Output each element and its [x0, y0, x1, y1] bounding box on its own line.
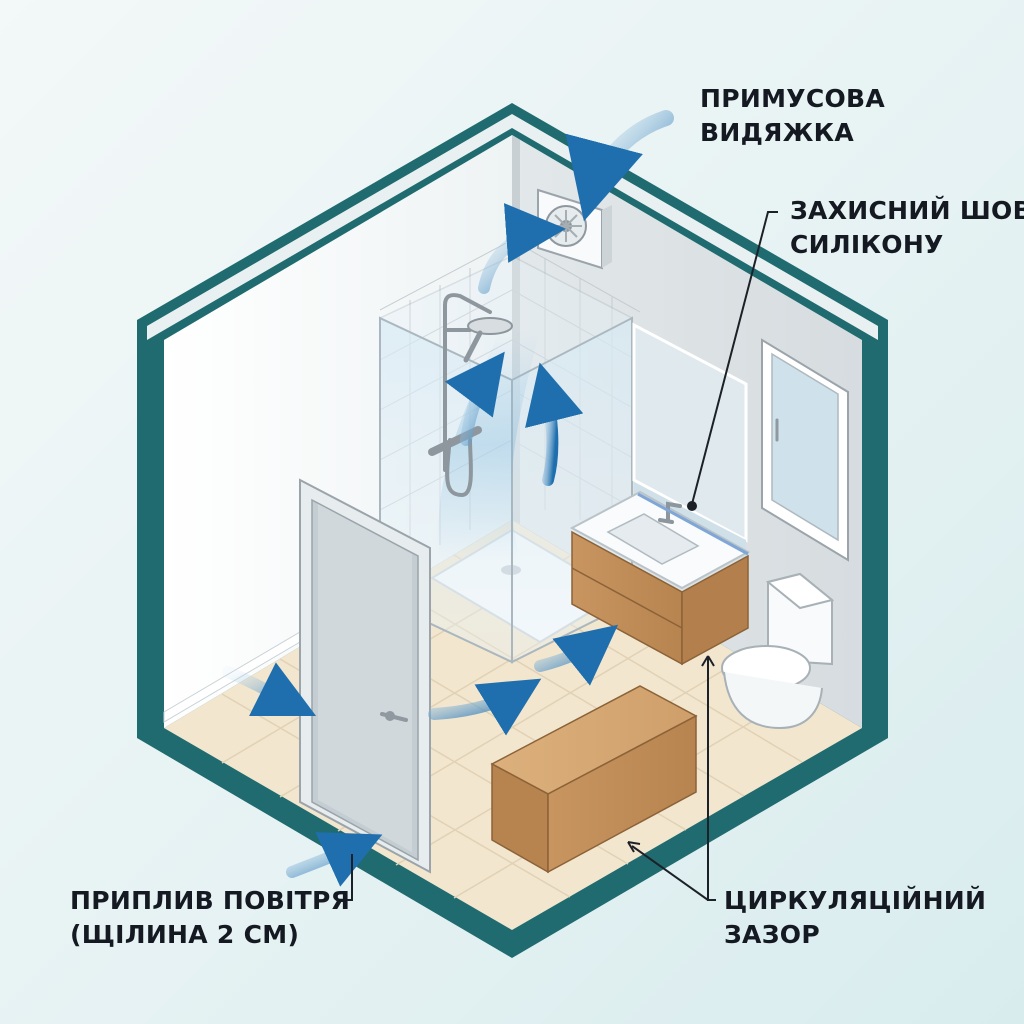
- label-forced-exhaust-line1: ПРИМУСОВА: [700, 84, 886, 113]
- toilet: [721, 572, 835, 730]
- left-wall: [164, 135, 512, 728]
- wood-bench: [490, 685, 698, 874]
- callout-lines: [340, 211, 778, 901]
- leader-gap-a-tip: [701, 655, 715, 667]
- airflow-arrow-shower-1: [444, 351, 505, 446]
- airflow-arrow-door-gap: [286, 832, 383, 887]
- sink-basin: [606, 513, 700, 565]
- leader-gap-b: [631, 845, 709, 901]
- label-forced-exhaust-line2: ВИДЯЖКА: [700, 118, 854, 147]
- label-forced-exhaust: ПРИМУСОВА ВИДЯЖКА: [700, 82, 885, 150]
- label-silicone-seal-line1: ЗАХИСНИЙ ШОВ: [790, 196, 1024, 225]
- label-circulation-gap-line1: ЦИРКУЛЯЦІЙНИЙ: [724, 886, 987, 915]
- airflow-arrow-floor-3: [534, 624, 619, 686]
- faucet: [658, 501, 682, 524]
- airflow-arrows: [222, 110, 674, 887]
- door: [299, 478, 431, 874]
- steam-column: [438, 330, 540, 560]
- vanity-drawer-line: [571, 567, 683, 629]
- leader-supply: [340, 854, 353, 901]
- airflow-arrow-shower-2: [525, 362, 584, 486]
- label-silicone-seal-line2: СИЛІКОНУ: [790, 230, 944, 259]
- airflow-arrow-floor-2: [428, 678, 542, 736]
- airflow-arrow-floor-1: [222, 662, 317, 717]
- vanity-side: [681, 554, 749, 666]
- door-handle-icon: [380, 711, 408, 722]
- label-circulation-gap-line2: ЗАЗОР: [724, 920, 820, 949]
- label-silicone-seal: ЗАХИСНИЙ ШОВ СИЛІКОНУ: [790, 194, 1024, 262]
- leader-gap-b-tip: [627, 841, 641, 853]
- shower-set: [428, 293, 492, 498]
- label-air-supply-line1: ПРИПЛИВ ПОВІТРЯ: [70, 886, 351, 915]
- window-glass: [771, 352, 839, 542]
- leader-silicone-dot: [687, 501, 697, 511]
- airflow-arrow-exhaust: [565, 110, 674, 222]
- label-air-supply-line2: (ЩІЛИНА 2 СМ): [70, 920, 300, 949]
- silicone-seal: [637, 492, 749, 556]
- label-circulation-gap: ЦИРКУЛЯЦІЙНИЙ ЗАЗОР: [724, 884, 986, 952]
- leader-silicone: [691, 211, 778, 505]
- label-air-supply: ПРИПЛИВ ПОВІТРЯ (ЩІЛИНА 2 СМ): [70, 884, 350, 952]
- airflow-arrow-to-fan: [478, 203, 566, 294]
